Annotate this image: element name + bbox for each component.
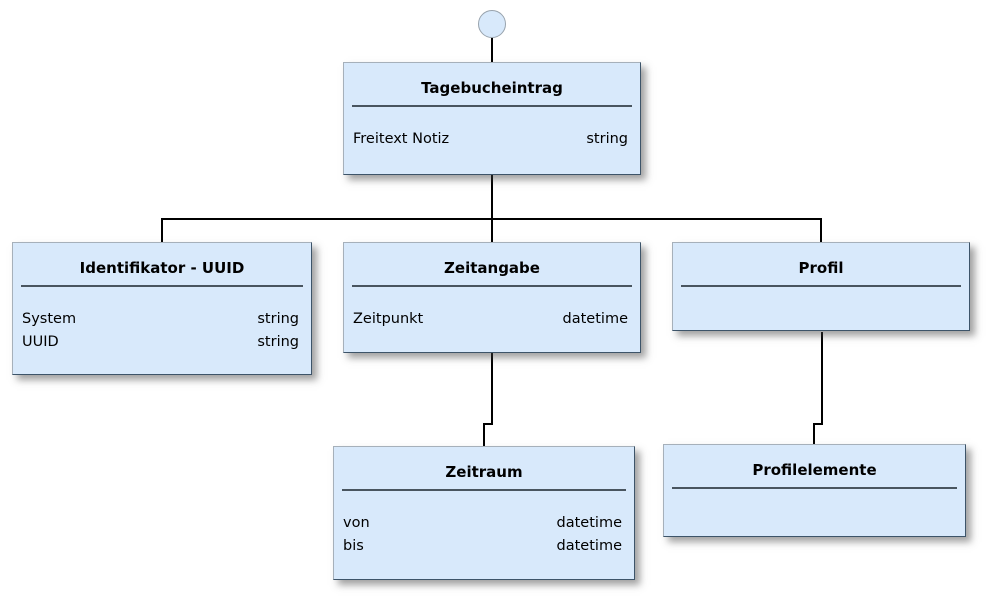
node-title: Zeitraum bbox=[445, 463, 523, 481]
attribute-list: System string UUID string bbox=[13, 287, 311, 354]
node-title: Zeitangabe bbox=[444, 259, 540, 277]
class-node-identifikator-uuid[interactable]: Identifikator - UUID System string UUID … bbox=[12, 242, 312, 375]
title-separator bbox=[342, 489, 626, 491]
class-node-zeitraum[interactable]: Zeitraum von datetime bis datetime bbox=[333, 446, 635, 580]
title-separator bbox=[681, 285, 961, 287]
attribute-list: Freitext Notiz string bbox=[344, 107, 640, 151]
attribute-row: Freitext Notiz string bbox=[353, 128, 628, 151]
node-title: Profilelemente bbox=[752, 461, 877, 479]
edge-zeitangabe-zeitraum bbox=[483, 353, 493, 447]
attribute-name: von bbox=[343, 514, 370, 531]
title-separator bbox=[352, 285, 632, 287]
attribute-list: von datetime bis datetime bbox=[334, 491, 634, 558]
node-title: Tagebucheintrag bbox=[421, 79, 563, 97]
attribute-type: datetime bbox=[556, 514, 622, 531]
node-title: Identifikator - UUID bbox=[79, 259, 245, 277]
attribute-type: string bbox=[257, 333, 299, 350]
attribute-name: System bbox=[22, 310, 77, 327]
node-title: Profil bbox=[798, 259, 844, 277]
attribute-row: System string bbox=[22, 308, 299, 331]
attribute-name: bis bbox=[343, 537, 364, 554]
attribute-type: datetime bbox=[556, 537, 622, 554]
attribute-row: bis datetime bbox=[343, 535, 622, 558]
attribute-list bbox=[664, 489, 965, 510]
title-separator bbox=[672, 487, 957, 489]
attribute-row: von datetime bbox=[343, 512, 622, 535]
class-node-profilelemente[interactable]: Profilelemente bbox=[663, 444, 966, 537]
attribute-type: datetime bbox=[562, 310, 628, 327]
attribute-name: UUID bbox=[22, 333, 59, 350]
attribute-type: string bbox=[257, 310, 299, 327]
attribute-type: string bbox=[586, 130, 628, 147]
attribute-list bbox=[673, 287, 969, 308]
title-separator bbox=[21, 285, 303, 287]
attribute-name: Zeitpunkt bbox=[353, 310, 424, 327]
title-separator bbox=[352, 105, 632, 107]
attribute-row: Zeitpunkt datetime bbox=[353, 308, 628, 331]
attribute-row: UUID string bbox=[22, 331, 299, 354]
attribute-list: Zeitpunkt datetime bbox=[344, 287, 640, 331]
attribute-name: Freitext Notiz bbox=[353, 130, 450, 147]
class-node-profil[interactable]: Profil bbox=[672, 242, 970, 331]
root-circle-marker bbox=[478, 10, 506, 38]
class-node-tagebucheintrag[interactable]: Tagebucheintrag Freitext Notiz string bbox=[343, 62, 641, 175]
edge-profil-profilelemente bbox=[813, 332, 823, 446]
class-node-zeitangabe[interactable]: Zeitangabe Zeitpunkt datetime bbox=[343, 242, 641, 353]
